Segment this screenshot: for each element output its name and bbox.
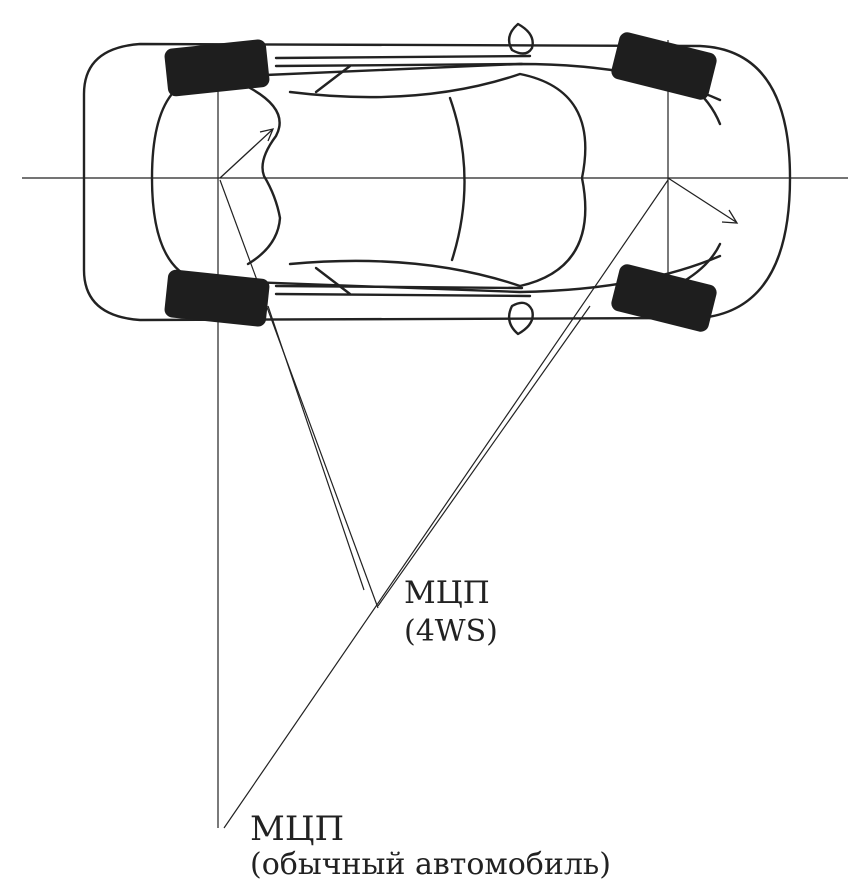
car-body-shell	[150, 76, 722, 294]
icr-4ws-title: МЦП	[404, 575, 490, 611]
windshield	[448, 96, 466, 262]
door-sill-bottom	[274, 292, 532, 298]
car-outline	[82, 22, 792, 336]
front-left-tire	[611, 32, 717, 100]
front-velocity-vector	[667, 177, 737, 223]
rear-left-tire	[164, 39, 270, 97]
rear-right-tire	[164, 269, 270, 327]
wheels	[164, 32, 717, 332]
cabin-roof	[288, 72, 587, 288]
icr-conventional-title: МЦП	[250, 809, 345, 849]
icr-conventional-subtitle: (обычный автомобиль)	[250, 847, 611, 882]
mirror-bottom	[507, 301, 534, 336]
arrow-head-icon	[721, 209, 739, 224]
conventional-icr-ray	[223, 179, 669, 829]
front-right-tire	[611, 264, 717, 332]
mirror-top	[507, 22, 534, 55]
car-body-frame	[82, 42, 792, 322]
door-line-bottom	[314, 266, 352, 296]
construction-lines	[22, 40, 848, 829]
rear-window	[246, 86, 282, 266]
rear-velocity-vector	[219, 129, 273, 179]
door-sill-top	[274, 54, 532, 60]
door-sill-top-inner	[274, 62, 524, 68]
4ws-icr-ray-front	[377, 305, 591, 607]
4ws-icr-ray-rear-outer	[267, 305, 365, 591]
door-line-top	[314, 64, 352, 94]
velocity-vectors	[219, 128, 739, 224]
4ws-icr-ray-rear	[219, 179, 379, 609]
door-sill-bottom-inner	[274, 284, 524, 290]
icr-4ws-subtitle: (4WS)	[404, 614, 498, 649]
arrow-head-icon	[259, 128, 275, 142]
